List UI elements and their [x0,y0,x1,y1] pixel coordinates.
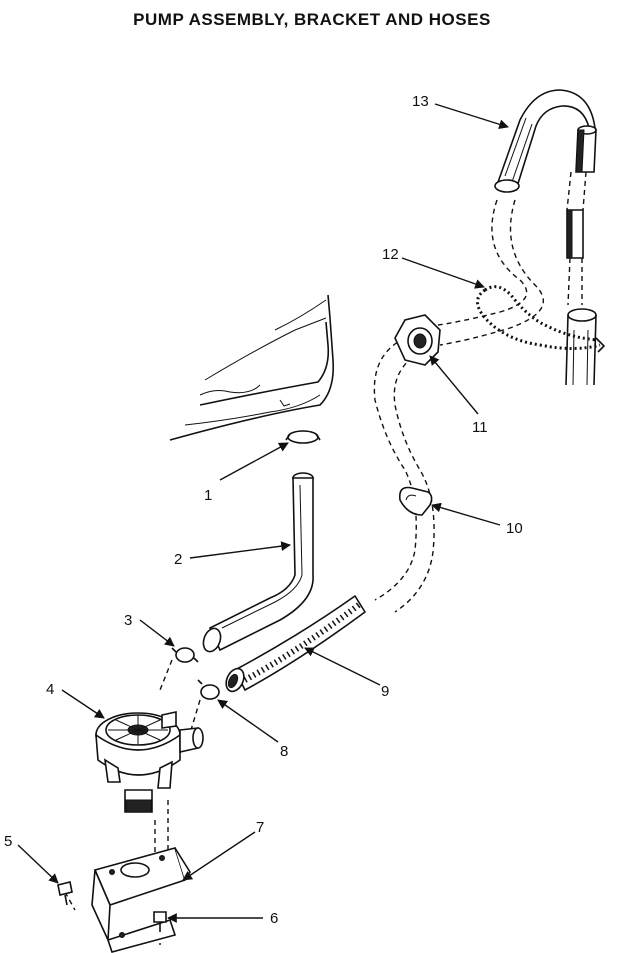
bead-chain [476,285,606,353]
callout-labels: 1 2 3 4 5 6 7 8 9 10 11 12 13 [4,93,523,927]
hose-clip [398,486,433,516]
hose-clamp-8 [197,679,220,700]
pump-mounting-bracket [91,847,191,953]
callout-9: 9 [381,683,389,700]
drain-hose-path [373,199,545,613]
leader-lines [17,103,509,923]
standpipe [565,171,597,386]
hose-clamp-3 [171,647,199,663]
callout-7: 7 [256,819,264,836]
hose-guide-ring [394,314,441,366]
screw-6 [153,911,167,932]
callout-8: 8 [280,743,288,760]
callout-11: 11 [472,419,488,436]
pump [95,711,204,813]
page-title: PUMP ASSEMBLY, BRACKET AND HOSES [133,10,491,29]
callout-5: 5 [4,833,12,850]
callout-6: 6 [270,910,278,927]
callout-12: 12 [382,246,399,263]
callout-1: 1 [204,487,212,504]
screw-5 [57,881,73,906]
drain-hook-hose [494,89,597,193]
callout-2: 2 [174,551,182,568]
pump-inlet-hose [202,472,314,653]
tub-shroud [169,294,335,441]
corrugated-drain-hose [225,594,367,693]
callout-3: 3 [124,612,132,629]
callout-10: 10 [506,520,523,537]
callout-4: 4 [46,681,54,698]
callout-13: 13 [412,93,429,110]
hose-clamp-1 [285,430,321,444]
